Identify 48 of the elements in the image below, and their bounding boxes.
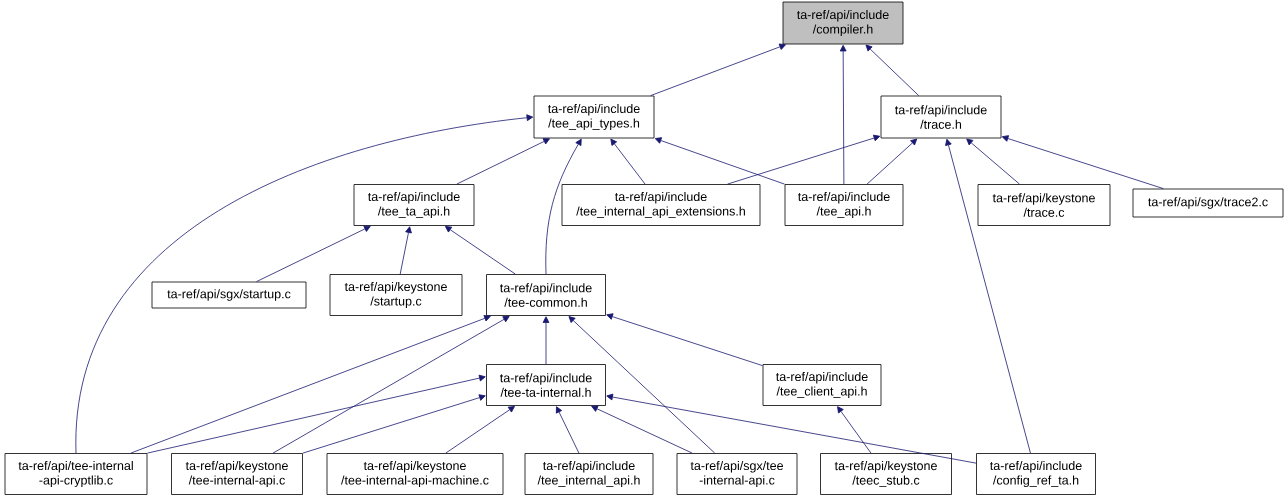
file-box: ta-ref/api/include /tee_internal_api.h	[524, 453, 654, 495]
file-box: ta-ref/api/include /tee_internal_api_extensions.h	[561, 184, 761, 226]
arrow	[591, 405, 693, 454]
file-box: ta-ref/api/keystone /tee-internal-api.c	[171, 453, 303, 495]
arrow	[839, 44, 847, 185]
file-box: ta-ref/api/include /trace.h	[880, 95, 1002, 139]
arrow	[456, 138, 550, 185]
file-box: ta-ref/api/keystone /tee-internal-api-machine.c	[326, 453, 504, 495]
arrow	[542, 316, 550, 365]
file-box: ta-ref/api/include /tee_client_api.h	[762, 364, 882, 406]
arrow	[130, 315, 491, 454]
file-box: ta-ref/api/include /tee_api_types.h	[533, 95, 655, 139]
file-box: ta-ref/api/tee-internal -api-cryptlib.c	[4, 453, 148, 495]
arrow	[865, 44, 920, 96]
arrow	[302, 394, 486, 454]
file-box: ta-ref/api/keystone /teec_stub.c	[820, 453, 952, 495]
arrow	[256, 225, 371, 282]
arrow	[399, 226, 412, 275]
arrow	[555, 406, 580, 454]
arrow	[610, 138, 646, 185]
arrow	[966, 138, 1020, 185]
file-box: ta-ref/api/sgx/startup.c	[151, 281, 307, 309]
arrow	[1001, 135, 1164, 189]
file-box: ta-ref/api/include /compiler.h	[782, 1, 904, 45]
file-box: ta-ref/api/sgx/tee -internal-api.c	[676, 453, 798, 495]
arrow	[606, 393, 977, 464]
arrow	[75, 114, 534, 454]
arrow	[837, 406, 872, 454]
file-box: ta-ref/api/keystone /trace.c	[977, 184, 1111, 226]
arrow	[866, 138, 918, 185]
file-box: ta-ref/api/include /tee-ta-internal.h	[486, 364, 606, 406]
arrow	[568, 316, 716, 454]
file-box: ta-ref/api/include /tee_api.h	[784, 184, 904, 226]
arrow	[147, 374, 486, 454]
arrow	[545, 138, 582, 275]
arrow	[945, 138, 1031, 454]
arrow	[606, 313, 763, 367]
arrow	[654, 137, 785, 185]
file-box: ta-ref/api/include /config_ref_ta.h	[976, 453, 1096, 495]
file-box: ta-ref/api/keystone /startup.c	[329, 274, 463, 316]
arrow	[445, 226, 516, 275]
arrow	[727, 134, 881, 185]
arrow	[272, 315, 510, 454]
file-box: ta-ref/api/sgx/trace2.c	[1132, 188, 1284, 218]
file-box: ta-ref/api/include /tee_ta_api.h	[353, 184, 475, 226]
file-box: ta-ref/api/include /tee-common.h	[486, 274, 606, 316]
arrow	[650, 43, 786, 96]
arrow	[445, 406, 515, 454]
